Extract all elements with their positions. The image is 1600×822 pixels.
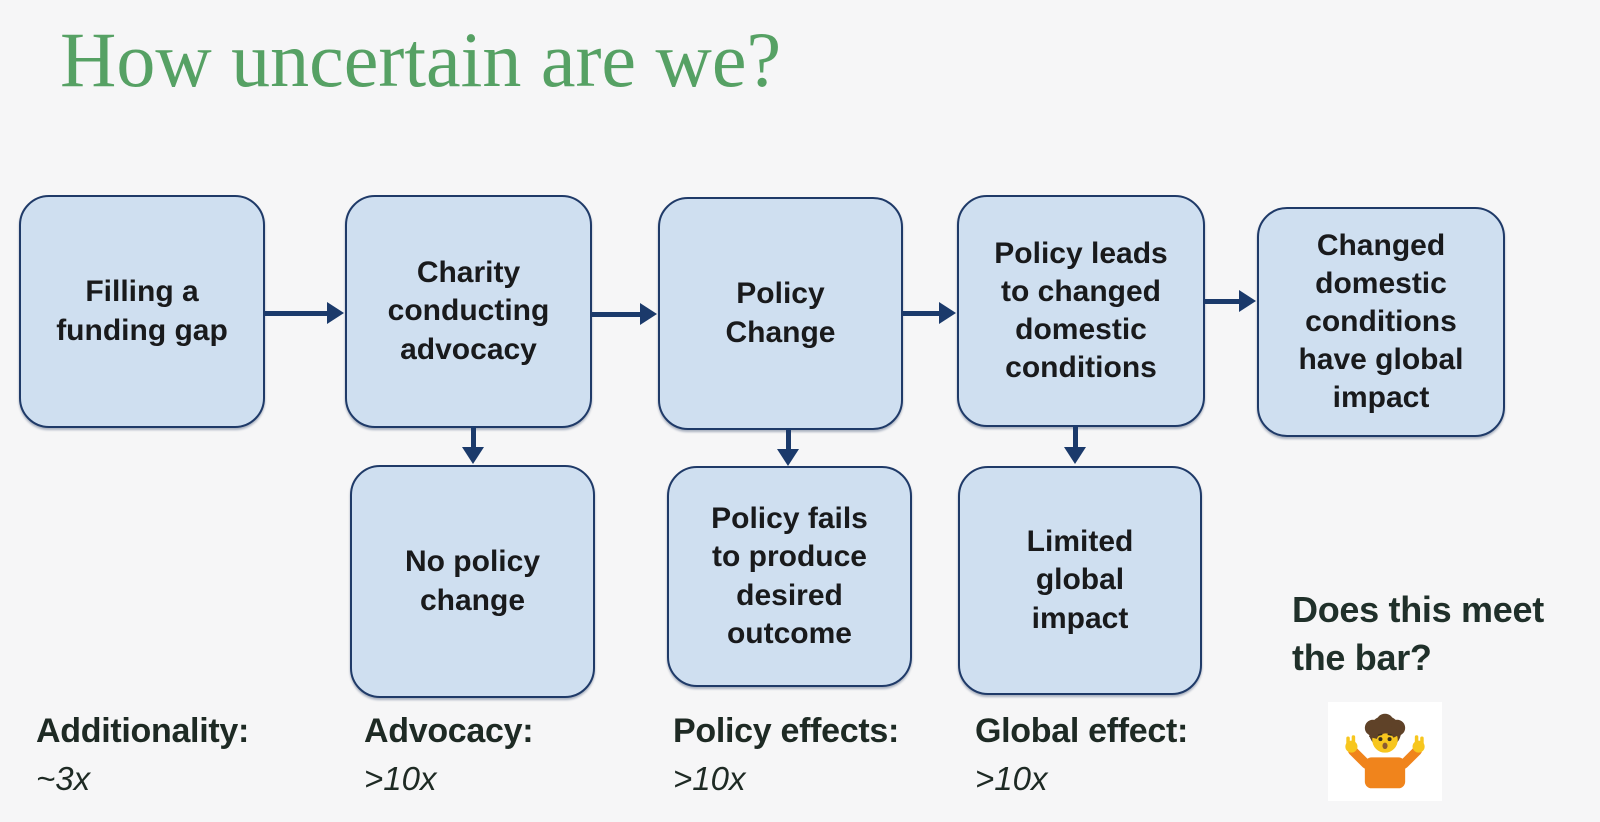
person-shrugging-icon: [1345, 713, 1425, 788]
arrow-down-icon-3: [1064, 425, 1086, 464]
arrow-right-icon-1: [265, 302, 344, 324]
uncertainty-label-name: Additionality:: [36, 712, 249, 750]
flow-box-charity-conducting-advocacy: Charity conducting advocacy: [345, 195, 592, 428]
uncertainty-label-value: >10x: [975, 760, 1048, 797]
uncertainty-label-policy-effects: Policy effects: >10x: [673, 712, 899, 798]
flow-box-no-policy-change: No policy change: [350, 465, 595, 698]
uncertainty-label-name: Policy effects:: [673, 712, 900, 750]
flow-box-changed-domestic-conditions-have-global-impact: Changed domestic conditions have global …: [1257, 207, 1505, 437]
uncertainty-label-advocacy: Advocacy: >10x: [364, 712, 534, 798]
uncertainty-label-value: >10x: [673, 760, 746, 797]
slide-title: How uncertain are we?: [60, 16, 782, 103]
uncertainty-label-additionality: Additionality: ~3x: [36, 712, 249, 798]
uncertainty-label-value: >10x: [364, 760, 437, 797]
question-text: Does this meet the bar?: [1292, 589, 1544, 678]
arrow-right-icon-3: [903, 302, 956, 324]
arrow-down-icon-2: [777, 428, 799, 466]
uncertainty-label-global-effect: Global effect: >10x: [975, 712, 1188, 798]
flow-box-policy-fails-to-produce-desired-outcome: Policy fails to produce desired outcome: [667, 466, 912, 687]
arrow-right-icon-2: [592, 303, 657, 325]
flow-box-limited-global-impact: Limited global impact: [958, 466, 1202, 695]
uncertainty-label-name: Advocacy:: [364, 712, 534, 750]
flow-box-policy-change: Policy Change: [658, 197, 903, 430]
uncertainty-label-name: Global effect:: [975, 712, 1189, 750]
shrug-emoji-container: [1328, 702, 1442, 801]
flow-box-filling-a-funding-gap: Filling a funding gap: [19, 195, 265, 428]
uncertainty-label-value: ~3x: [36, 760, 91, 797]
arrow-down-icon-1: [462, 426, 484, 464]
flow-box-policy-leads-to-changed-domestic-conditions: Policy leads to changed domestic conditi…: [957, 195, 1205, 427]
arrow-right-icon-4: [1205, 290, 1256, 312]
